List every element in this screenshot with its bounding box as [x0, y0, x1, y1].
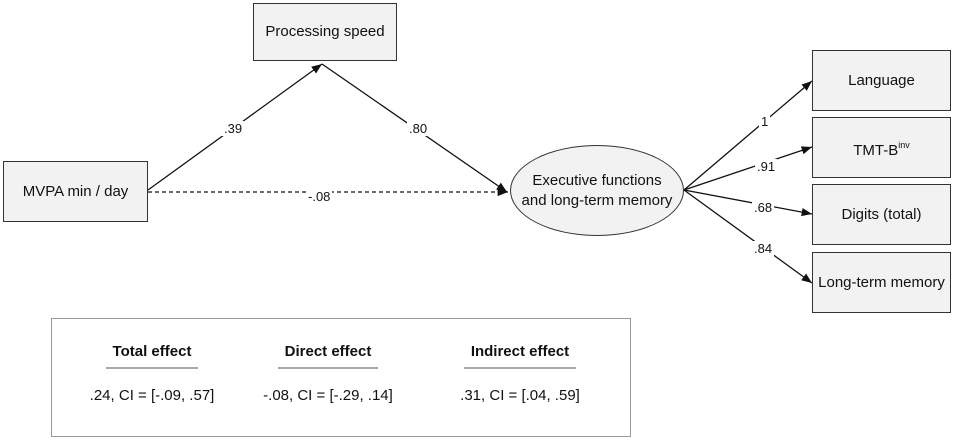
digits-label: Digits (total): [841, 205, 922, 223]
direct-effect-heading: Direct effect: [284, 343, 372, 360]
mvpa-label: MVPA min / day: [22, 182, 129, 200]
tmt-box: TMT-Binv: [812, 117, 951, 178]
mvpa-box: MVPA min / day: [3, 161, 148, 222]
arrow-latent-to-tmt: [683, 146, 813, 191]
tmt-label-base: TMT-B: [853, 141, 899, 159]
total-effect-rule: [106, 367, 198, 369]
long-term-memory-box: Long-term memory: [812, 252, 951, 313]
long-term-memory-label: Long-term memory: [818, 273, 945, 291]
total-effect-column: Total effect .24, CI = [-.09, .57]: [52, 319, 252, 405]
tmt-label-superscript: inv: [898, 139, 910, 150]
indirect-effect-rule: [464, 367, 576, 369]
latent-construct-label: Executive functions and long-term memory: [521, 171, 673, 209]
arrow-latent-to-digits: [683, 189, 813, 217]
direct-effect-value: -.08, CI = [-.29, .14]: [263, 387, 393, 404]
total-effect-heading: Total effect: [112, 343, 192, 360]
language-label: Language: [848, 71, 915, 89]
coef-mvpa-to-speed: .39: [222, 121, 245, 136]
processing-speed-box: Processing speed: [253, 3, 397, 61]
coef-latent-to-language: 1: [759, 114, 771, 129]
indirect-effect-value: .31, CI = [.04, .59]: [460, 387, 580, 404]
tmt-label: TMT-Binv: [853, 135, 910, 161]
language-box: Language: [812, 50, 951, 111]
arrow-latent-to-language: [683, 80, 813, 191]
coef-latent-to-ltm: .84: [752, 241, 775, 256]
coef-speed-to-latent: .80: [407, 121, 430, 136]
effects-summary-panel: Total effect .24, CI = [-.09, .57] Direc…: [51, 318, 631, 437]
direct-effect-rule: [278, 367, 378, 369]
coef-latent-to-digits: .68: [752, 200, 775, 215]
direct-effect-column: Direct effect -.08, CI = [-.29, .14]: [228, 319, 428, 405]
indirect-effect-heading: Indirect effect: [470, 343, 570, 360]
coef-mvpa-to-latent: -.08: [306, 189, 333, 204]
digits-box: Digits (total): [812, 184, 951, 245]
processing-speed-label: Processing speed: [265, 23, 385, 40]
total-effect-value: .24, CI = [-.09, .57]: [89, 387, 215, 404]
coef-latent-to-tmt: .91: [755, 159, 778, 174]
arrow-latent-to-ltm: [683, 189, 813, 284]
indirect-effect-column: Indirect effect .31, CI = [.04, .59]: [420, 319, 620, 405]
latent-construct-ellipse: Executive functions and long-term memory: [510, 145, 684, 236]
